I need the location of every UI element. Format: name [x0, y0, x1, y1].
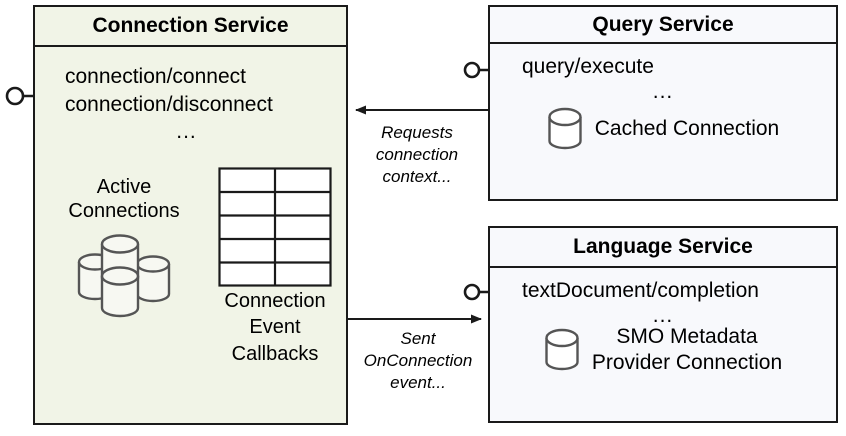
smo-metadata-label-line1: SMO Metadata: [616, 325, 758, 348]
edge-label-requests-line2: connection: [375, 144, 459, 164]
artifact-active-connections: Active Connections: [48, 175, 200, 327]
query-service-body: query/execute ... Cached Connection: [490, 44, 836, 199]
operation-query-execute[interactable]: query/execute: [522, 55, 654, 78]
edge-label-requests-connection-context: Requests connection context...: [358, 122, 476, 187]
language-service-title: Language Service: [490, 228, 836, 268]
connection-event-callbacks-label-line3: Callbacks: [231, 342, 319, 365]
artifact-cached-connection: Cached Connection: [490, 106, 836, 152]
operation-connection-disconnect[interactable]: connection/disconnect: [65, 92, 273, 116]
active-connections-label-line1: Active: [96, 176, 152, 198]
language-service-body: textDocument/completion ... SMO Metadata…: [490, 268, 836, 421]
database-cylinder-stack-icon: [77, 234, 171, 317]
connection-service-ellipsis: ...: [176, 120, 197, 144]
edge-label-sent-line2: OnConnection: [363, 350, 473, 370]
query-service-title: Query Service: [490, 7, 836, 44]
operation-connection-connect[interactable]: connection/connect: [65, 65, 246, 88]
artifact-connection-event-callbacks: Connection Event Callbacks: [205, 167, 345, 366]
connection-event-callbacks-label-line2: Event: [249, 316, 301, 339]
edge-label-sent-onconnection-event: Sent OnConnection event...: [352, 328, 484, 393]
cached-connection-label: Cached Connection: [594, 116, 780, 140]
edge-label-sent-line1: Sent: [400, 329, 436, 348]
artifact-smo-metadata-provider-connection: SMO Metadata Provider Connection: [490, 324, 836, 377]
database-cylinder-icon: [545, 329, 579, 371]
edge-label-sent-line3: event...: [390, 372, 446, 392]
component-query-service[interactable]: Query Service query/execute ... Cached C…: [488, 5, 838, 201]
connection-service-title: Connection Service: [35, 7, 346, 47]
database-cylinder-icon: [548, 107, 582, 150]
edge-label-requests-line3: context...: [382, 166, 452, 186]
operation-textdocument-completion[interactable]: textDocument/completion: [522, 279, 759, 302]
language-service-ellipsis: ...: [652, 304, 674, 327]
active-connections-label-line2: Connections: [68, 200, 180, 223]
connection-event-callbacks-label-line1: Connection: [224, 290, 326, 312]
component-language-service[interactable]: Language Service textDocument/completion…: [488, 226, 838, 423]
connection-service-body: connection/connect connection/disconnect…: [35, 47, 346, 423]
component-connection-service[interactable]: Connection Service connection/connect co…: [33, 5, 348, 425]
connection-service-operations: connection/connect connection/disconnect…: [35, 63, 346, 146]
query-service-ellipsis: ...: [652, 80, 674, 103]
edge-label-requests-line1: Requests: [381, 123, 453, 142]
smo-metadata-label-line2: Provider Connection: [591, 351, 783, 375]
table-grid-icon: [218, 167, 332, 287]
